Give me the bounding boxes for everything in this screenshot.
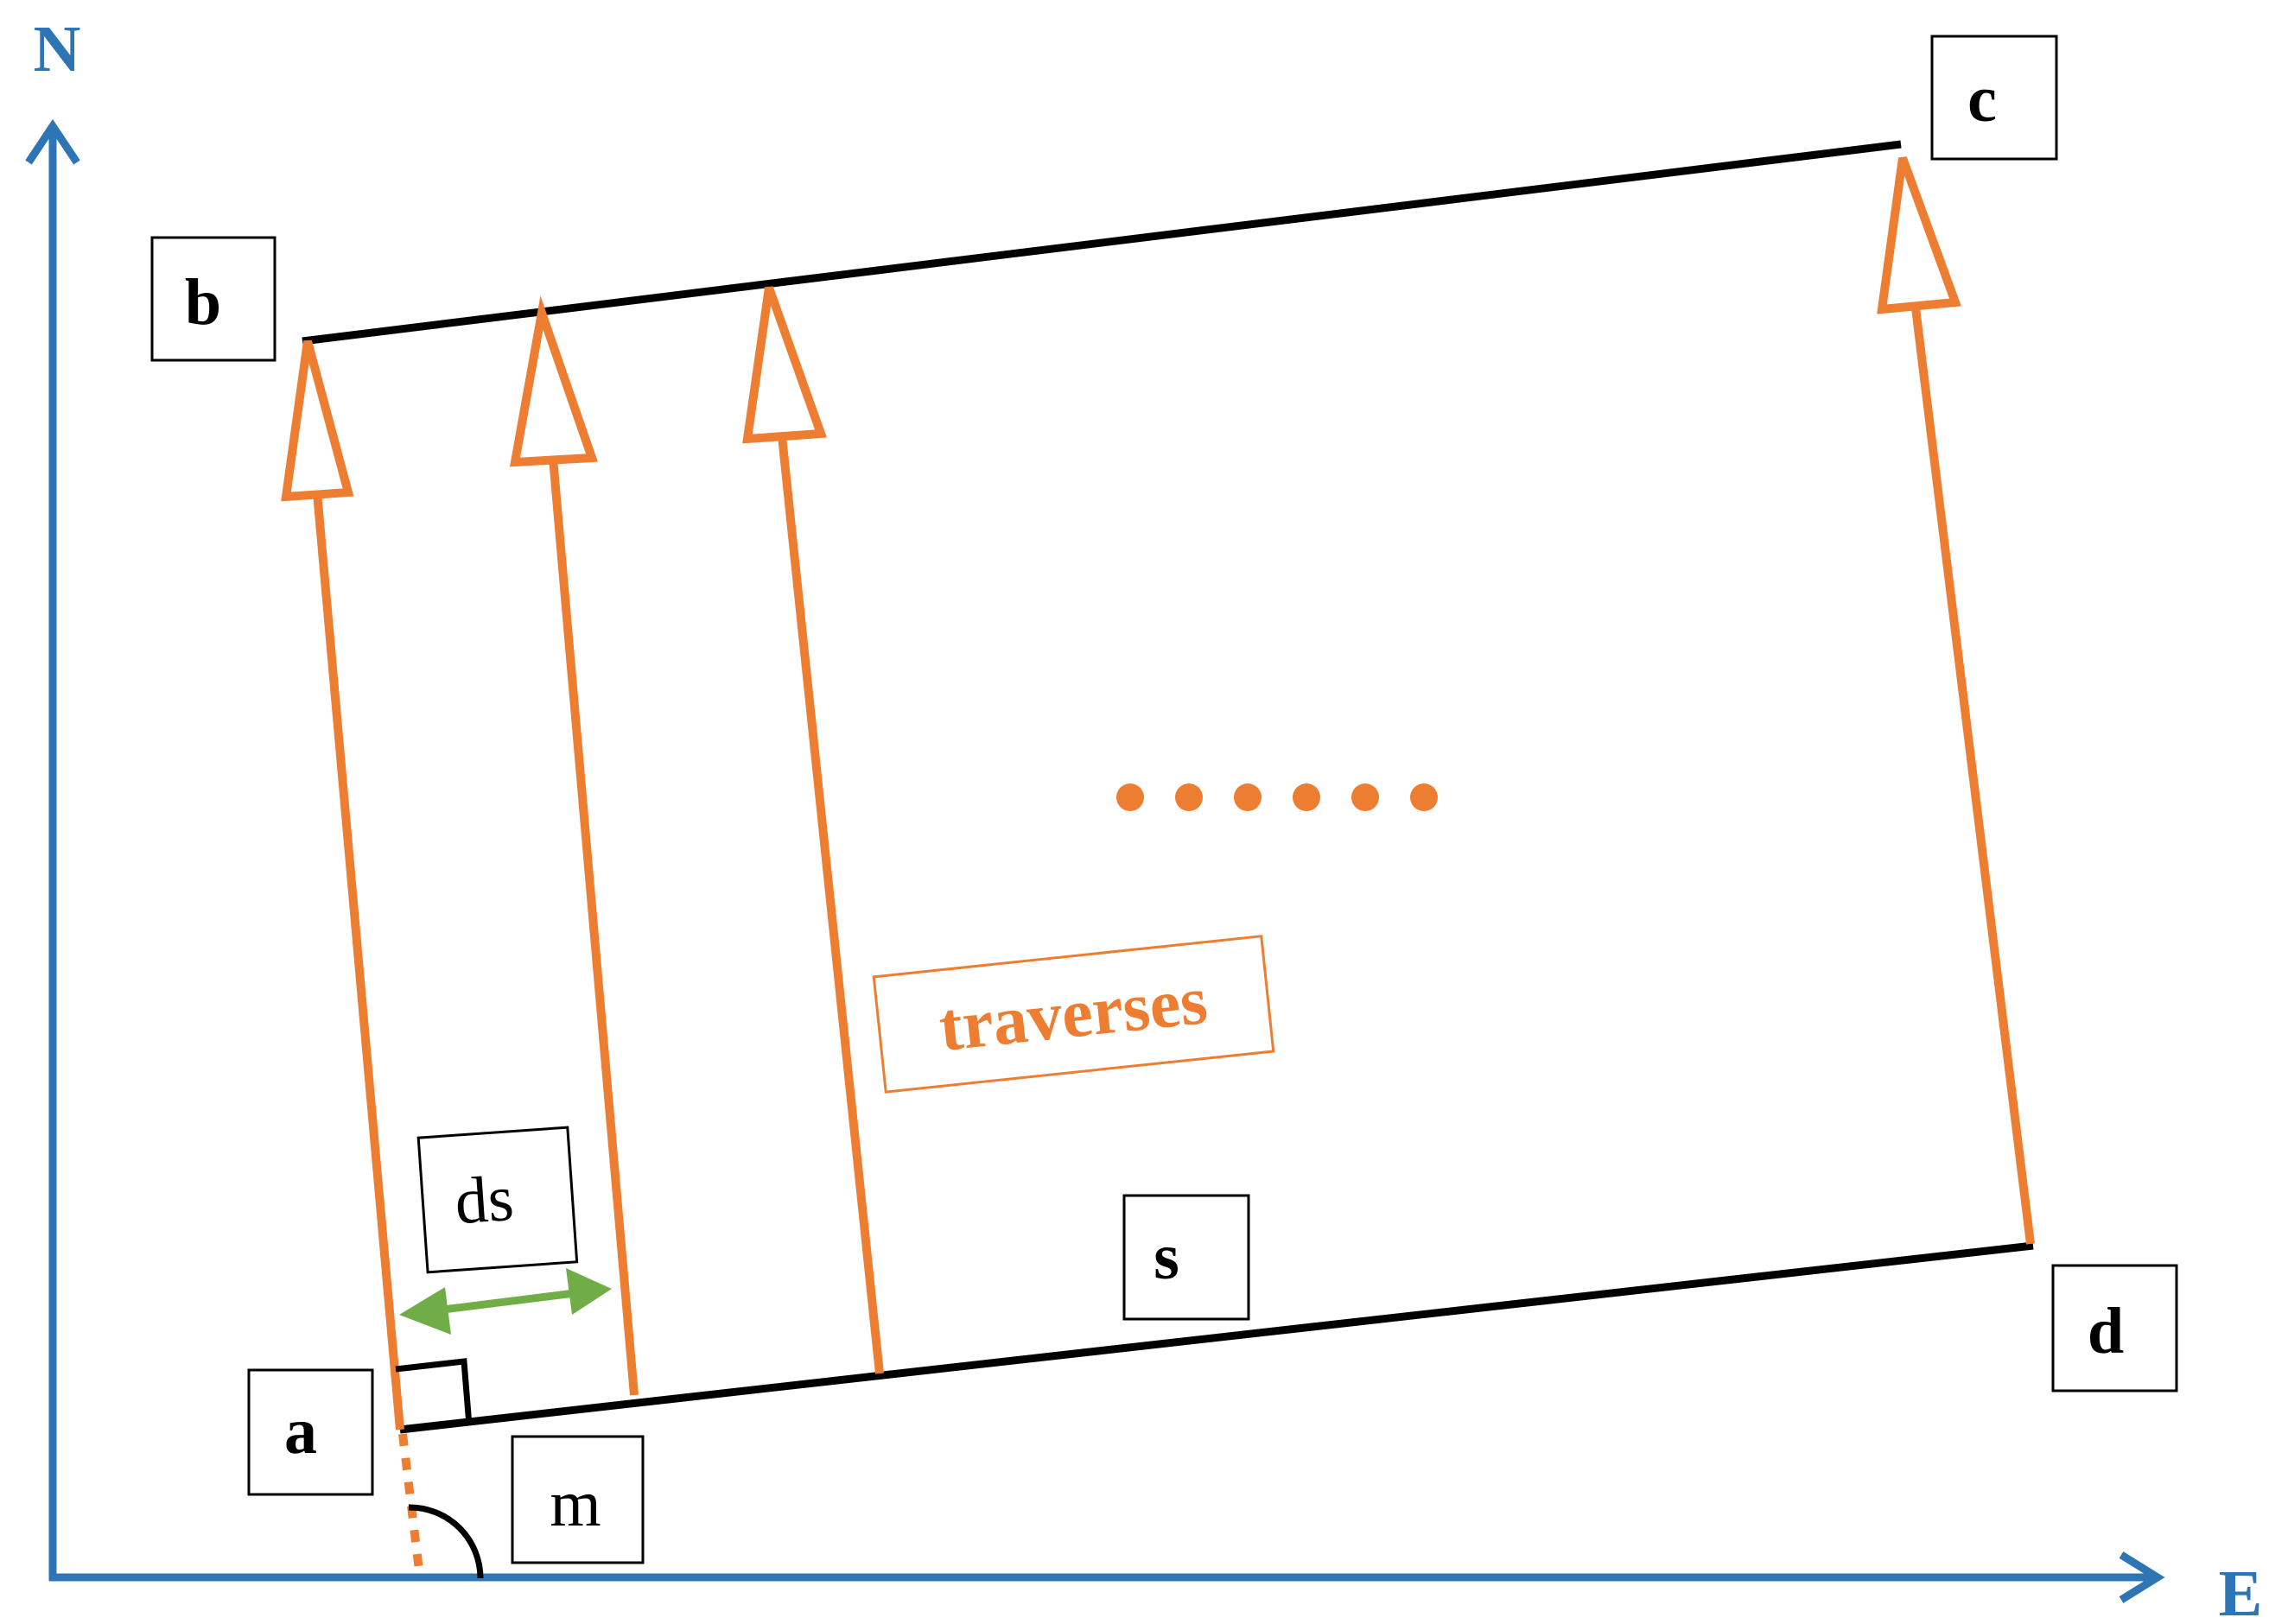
label-box-ds: ds bbox=[416, 1126, 579, 1274]
label-box-a: a bbox=[247, 1368, 374, 1496]
traverse-4-arrowhead bbox=[1877, 156, 1961, 314]
boundary-line-ad bbox=[399, 1241, 2034, 1434]
traverse-2-arrowhead bbox=[509, 295, 598, 467]
label-box-traverses: traverses bbox=[872, 935, 1275, 1094]
traverse-3 bbox=[742, 286, 884, 1374]
angle-m bbox=[398, 1433, 484, 1579]
traverse-1 bbox=[281, 339, 404, 1431]
boundary-line-bc bbox=[302, 140, 1902, 346]
point-a-label: a bbox=[284, 1395, 317, 1468]
angle-arc bbox=[408, 1504, 484, 1579]
angle-label-m: m bbox=[550, 1468, 601, 1540]
label-box-c: c bbox=[1930, 35, 2058, 161]
traverse-1-arrowhead bbox=[281, 339, 354, 502]
east-axis-label: E bbox=[2219, 1557, 2263, 1624]
spacing-label-ds: ds bbox=[453, 1162, 516, 1239]
point-b-label: b bbox=[185, 266, 221, 339]
traverse-lines bbox=[281, 156, 2035, 1431]
traverse-4 bbox=[1877, 156, 2035, 1245]
traverse-3-arrowhead bbox=[742, 286, 827, 444]
point-d-label: d bbox=[2088, 1295, 2124, 1367]
label-box-d: d bbox=[2051, 1264, 2178, 1392]
ellipsis-dots bbox=[1116, 783, 1438, 811]
right-angle-marker bbox=[395, 1358, 473, 1426]
traverse-2 bbox=[509, 295, 639, 1396]
survey-boundary bbox=[302, 140, 2034, 1434]
east-axis-arrowhead bbox=[2119, 1551, 2165, 1603]
coordinate-axes: N E bbox=[25, 13, 2263, 1624]
north-axis-arrowhead bbox=[25, 118, 80, 165]
label-box-m: m bbox=[511, 1435, 645, 1564]
north-axis-label: N bbox=[34, 13, 81, 86]
baseline-label-s: s bbox=[1154, 1221, 1179, 1293]
spacing-arrow-ds bbox=[399, 1268, 612, 1335]
label-box-s: s bbox=[1122, 1194, 1250, 1321]
point-c-label: c bbox=[1967, 63, 1997, 136]
label-box-b: b bbox=[150, 236, 276, 362]
